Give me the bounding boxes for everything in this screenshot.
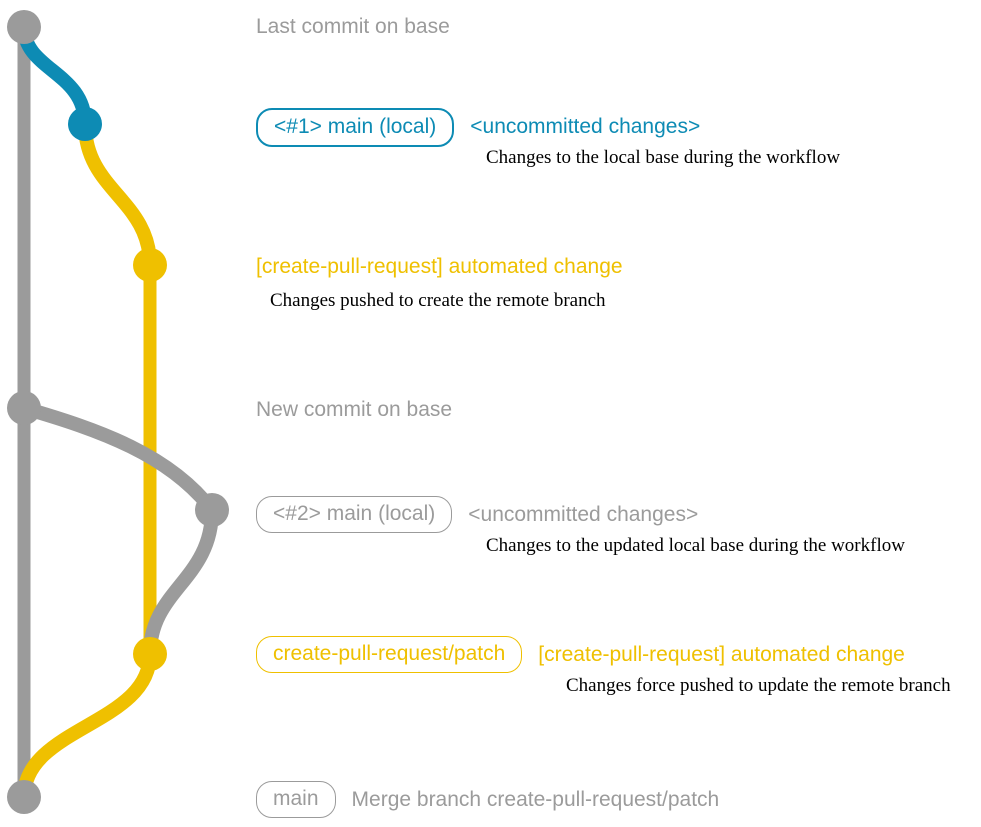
commit-node-base-last-commit[interactable] <box>7 10 41 44</box>
row-new-commit-on-base: New commit on base <box>256 396 452 423</box>
row-local-uncommitted-1: <#1> main (local) <uncommitted changes> <box>256 108 700 147</box>
row-merge-commit: main Merge branch create-pull-request/pa… <box>256 781 719 818</box>
updated-local-merge-edge-gray <box>143 503 219 661</box>
row-last-commit-on-base: Last commit on base <box>256 13 450 40</box>
headline-automated-change-2: [create-pull-request] automated change <box>538 643 905 666</box>
commit-node-remote-automated-2[interactable] <box>133 637 167 671</box>
remote-merge-edge-yellow <box>17 647 157 804</box>
remote-branch-edge-yellow-1 <box>78 117 157 272</box>
branch-pill-local-1[interactable]: <#1> main (local) <box>256 108 455 147</box>
commit-node-base-merge-commit[interactable] <box>7 780 41 814</box>
commit-node-base-new-commit[interactable] <box>7 391 41 425</box>
updated-local-branch-edge-gray <box>17 401 219 517</box>
description-remote-automated-2: Changes force pushed to update the remot… <box>566 675 951 696</box>
branch-pill-main[interactable]: main <box>256 781 336 818</box>
description-local-uncommitted-2: Changes to the updated local base during… <box>486 535 905 556</box>
headline-new-commit-on-base: New commit on base <box>256 398 453 421</box>
headline-uncommitted-changes-2: <uncommitted changes> <box>468 503 699 526</box>
branch-pill-remote-patch[interactable]: create-pull-request/patch <box>256 636 523 673</box>
row-remote-automated-2: create-pull-request/patch [create-pull-r… <box>256 636 905 673</box>
description-local-uncommitted-1: Changes to the local base during the wor… <box>486 147 841 168</box>
headline-automated-change-1: [create-pull-request] automated change <box>256 255 623 278</box>
headline-uncommitted-changes-1: <uncommitted changes> <box>470 115 701 138</box>
row-local-uncommitted-2: <#2> main (local) <uncommitted changes> <box>256 496 698 533</box>
headline-last-commit-on-base: Last commit on base <box>256 15 450 38</box>
commit-node-remote-automated-1[interactable] <box>133 248 167 282</box>
commit-node-local-uncommitted-1[interactable] <box>68 107 102 141</box>
commit-node-local-uncommitted-2[interactable] <box>195 493 229 527</box>
headline-merge-commit-message: Merge branch create-pull-request/patch <box>351 788 720 811</box>
description-remote-automated-1: Changes pushed to create the remote bran… <box>270 290 606 311</box>
row-remote-automated-1: [create-pull-request] automated change <box>256 253 623 280</box>
branch-pill-local-2[interactable]: <#2> main (local) <box>256 496 453 533</box>
